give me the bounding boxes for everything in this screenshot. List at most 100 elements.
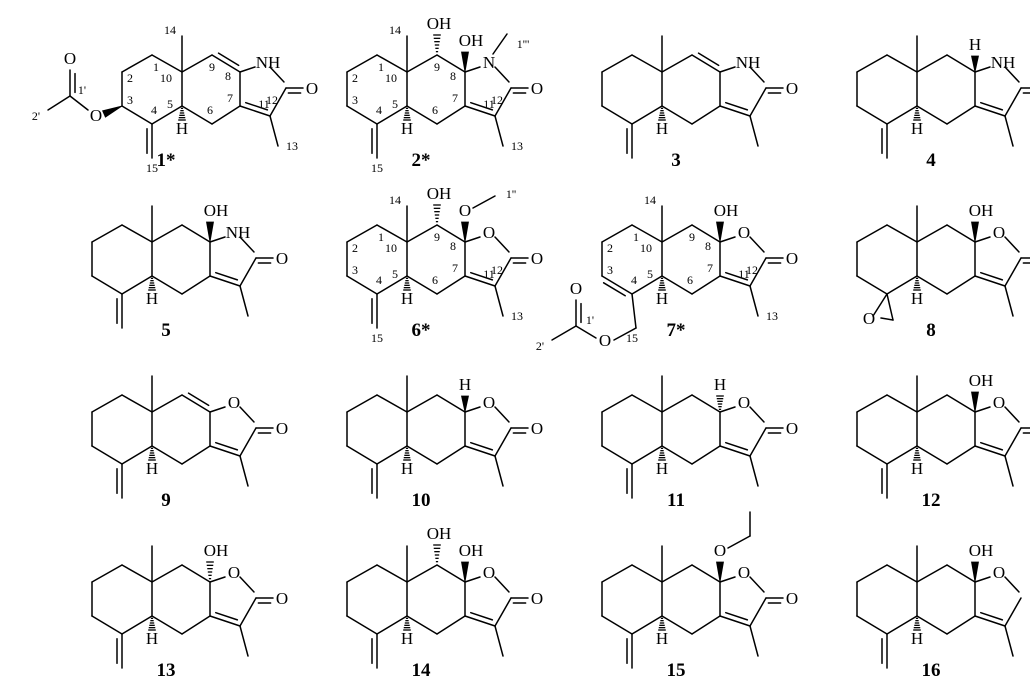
carbonyl-oxygen: O	[531, 589, 543, 608]
bond-c4-c3	[91, 615, 123, 635]
bond-c5-c6	[661, 445, 693, 465]
h5-label: H	[656, 459, 668, 478]
atom-number-4: 4	[631, 273, 637, 287]
ring-oxygen: O	[738, 393, 750, 412]
atom-number-11: 11	[738, 267, 750, 281]
double-bond-c8-c9	[697, 52, 720, 67]
double-bond-c7-c11	[974, 105, 1006, 117]
double-bond-c7-c11	[239, 105, 271, 117]
bond-c6-c7	[946, 275, 976, 295]
atom-number-11: 11	[258, 97, 270, 111]
bond-c11-c12	[494, 257, 512, 287]
acetyl-oxygen: O	[64, 49, 76, 68]
bond-c4-c3	[856, 615, 888, 635]
bond-c5-c4	[376, 275, 408, 295]
bond-c4-c3	[856, 105, 888, 125]
bond-c6-c7	[691, 105, 721, 125]
bond-c1-c10	[886, 54, 918, 73]
double-bond-c7-c11	[725, 441, 749, 451]
bond-c5-c4	[631, 615, 663, 635]
atom-number-8: 8	[225, 69, 231, 83]
ring-oxygen: O	[993, 563, 1005, 582]
nh-label: NH	[736, 53, 761, 72]
compound-label: 12	[922, 490, 941, 511]
bond-c11-c12	[494, 87, 512, 117]
compound-label: 13	[157, 660, 176, 681]
h5-hashed-bond	[913, 277, 921, 291]
double-bond-c7-c11	[464, 105, 496, 117]
atom-number-9: 9	[209, 60, 215, 74]
atom-number-1-double-prime: 1''	[506, 187, 516, 201]
bond-c1-c10	[631, 564, 663, 583]
bond-c9-c8	[436, 564, 466, 583]
bond-c8-x	[719, 236, 736, 243]
atom-number-8: 8	[450, 239, 456, 253]
bond-c9-c8	[946, 564, 976, 583]
bond-c8-x	[719, 66, 736, 73]
double-bond-c7-c11	[464, 615, 496, 627]
h5-label: H	[176, 119, 188, 138]
bond-c9-c8	[436, 224, 466, 243]
bond-c1-c10	[376, 54, 408, 73]
atom-number-10: 10	[160, 71, 172, 85]
bond-c6-c7	[691, 615, 721, 635]
bond-c1-c10	[886, 564, 918, 583]
bond-c11-c12	[239, 597, 257, 627]
methyl-c13-bond	[239, 455, 249, 487]
double-bond-c7-c11	[470, 101, 494, 111]
bond-c1-c10	[376, 564, 408, 583]
atom-number-5: 5	[647, 267, 653, 281]
c8-hydroxyl: OH	[459, 541, 484, 560]
double-bond-c7-c11	[215, 441, 239, 451]
atom-number-6: 6	[687, 273, 693, 287]
bond-c5-c4	[631, 445, 663, 465]
bond-c5-c6	[916, 275, 948, 295]
methyl-c13-bond	[1004, 455, 1014, 487]
epoxide-bond	[886, 293, 894, 321]
atom-number-3: 3	[352, 263, 358, 277]
double-bond-c7-c11	[980, 611, 1004, 621]
h5-hashed-bond	[148, 617, 156, 631]
double-bond-c8-c9	[181, 394, 211, 413]
ester-oxygen: O	[90, 106, 102, 125]
bond-c5-c4	[121, 275, 153, 295]
c3-wedge-bond	[102, 105, 123, 118]
bond-c9-c8	[181, 564, 211, 583]
bond-c11-c12	[1004, 597, 1022, 627]
bond-c6-c7	[946, 445, 976, 465]
bond-c2-c1	[346, 54, 378, 73]
methyl-c13-bond	[749, 455, 759, 487]
bond-x-c12	[239, 236, 255, 253]
bond-c6-c7	[691, 445, 721, 465]
atom-number-4: 4	[376, 103, 382, 117]
c8-ether-oxygen: O	[459, 201, 471, 220]
compound-label: 10	[412, 490, 431, 511]
alkoxy-bond	[472, 195, 496, 209]
h5-hashed-bond	[658, 617, 666, 631]
double-bond-c7-c11	[215, 611, 239, 621]
h8-wedge-bond	[971, 55, 979, 73]
bond-c11-c12	[494, 597, 512, 627]
h5-hashed-bond	[403, 617, 411, 631]
bond-c4-c3	[346, 445, 378, 465]
bond-c1-c10	[376, 224, 408, 243]
bond-c5-c6	[661, 275, 693, 295]
atom-number-12: 12	[266, 93, 278, 107]
double-bond-c7-c11	[719, 105, 751, 117]
bond-c9-c8	[691, 394, 721, 413]
double-bond-c7-c11	[725, 101, 749, 111]
bond-c8-x	[974, 576, 991, 583]
ring-oxygen: O	[228, 393, 240, 412]
bond-c2-c1	[91, 394, 123, 413]
double-bond-c8-c9	[691, 54, 721, 73]
bond-c6-c7	[691, 275, 721, 295]
c8-hydroxyl: OH	[204, 541, 229, 560]
bond-c2-c1	[91, 564, 123, 583]
bond-c6-c7	[436, 615, 466, 635]
